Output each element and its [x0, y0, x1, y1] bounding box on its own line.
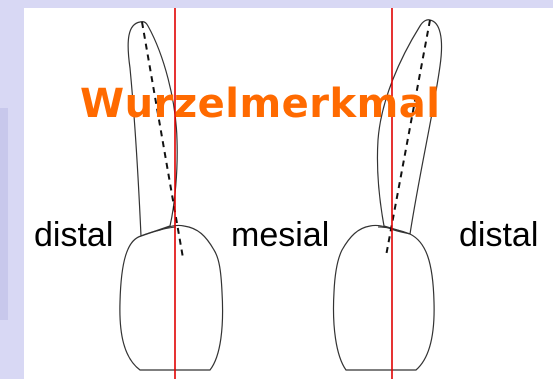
left-tooth-crown [120, 225, 223, 370]
right-tooth-crown [334, 225, 435, 370]
right-tooth [334, 8, 442, 379]
label-distal-left: distal [34, 218, 113, 252]
left-tooth-root [128, 22, 177, 236]
left-tooth [120, 8, 223, 379]
label-distal-right: distal [459, 218, 538, 252]
left-tooth-cej [141, 227, 176, 236]
title-wurzelmerkmal: Wurzelmerkmal [80, 84, 440, 124]
label-mesial: mesial [231, 218, 329, 252]
